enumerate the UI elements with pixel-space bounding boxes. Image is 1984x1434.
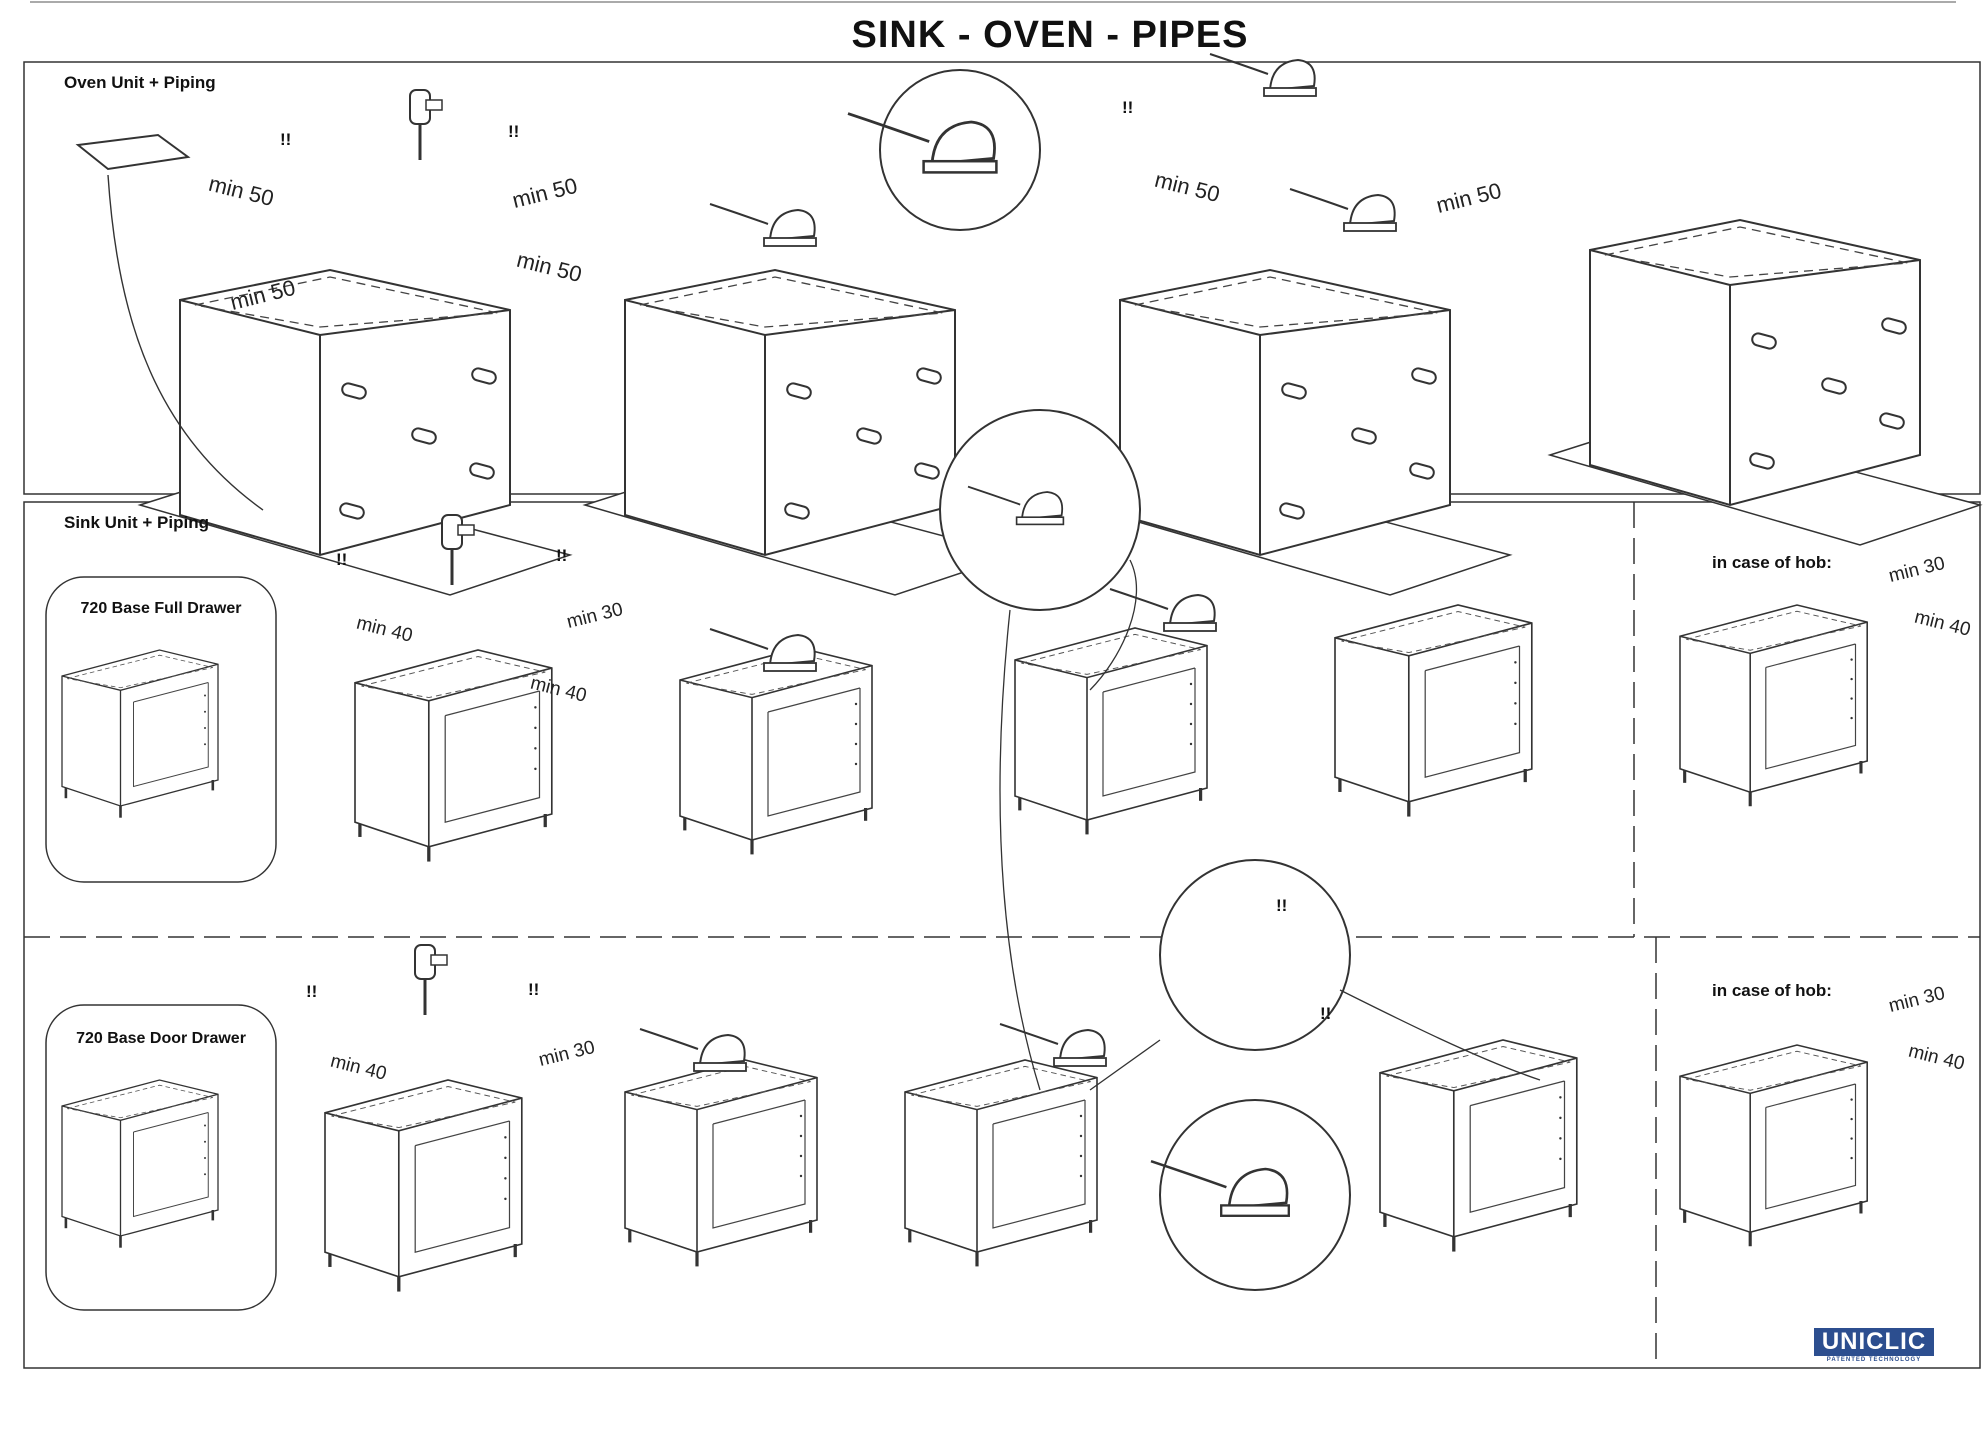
box-full-drawer [45, 576, 277, 883]
oven-step-3 [1079, 269, 1511, 596]
cabinet-door-drawer [60, 1078, 220, 1249]
hob-note-2: in case of hob: [1712, 981, 1832, 1000]
door-step-1 [323, 1078, 524, 1294]
section-label-sink: Sink Unit + Piping [64, 513, 209, 532]
sink-step-4 [1333, 603, 1534, 819]
sink-step-3 [1013, 626, 1209, 837]
warning-mark: !! [1320, 1004, 1332, 1023]
oven-step-4 [1549, 219, 1981, 546]
oven-step-1 [139, 269, 571, 596]
jigsaw-icon [1289, 188, 1397, 232]
jigsaw-icon [709, 203, 817, 247]
warning-mark: !! [508, 122, 520, 141]
box-door-drawer [45, 1004, 277, 1311]
logo-tagline: PATENTED TECHNOLOGY [1826, 1357, 1922, 1363]
cabinet-full-drawer [60, 648, 220, 820]
warning-mark: !! [528, 980, 540, 999]
section-label-oven: Oven Unit + Piping [64, 73, 216, 92]
warning-mark: !! [556, 546, 568, 565]
sink-hob [1678, 603, 1869, 808]
warning-mark: !! [306, 982, 318, 1001]
warning-mark: !! [336, 550, 348, 569]
jigsaw-icon [1109, 588, 1217, 632]
page-title: SINK - OVEN - PIPES [851, 14, 1249, 56]
sink-step-2 [678, 646, 874, 857]
hob-note-1: in case of hob: [1712, 553, 1832, 572]
drill-icon [408, 88, 444, 162]
door-step-3 [903, 1058, 1099, 1269]
door-step-2 [623, 1058, 819, 1269]
logo-name: UNICLIC [1814, 1328, 1934, 1356]
door-step-4 [1378, 1038, 1579, 1254]
jigsaw-icon [639, 1028, 747, 1072]
uniclic-logo: UNICLIC PATENTED TECHNOLOGY [1810, 1326, 1984, 1366]
label-full-drawer: 720 Base Full Drawer [80, 600, 242, 617]
drill-icon [413, 943, 449, 1017]
sink-step-1 [353, 648, 554, 864]
jigsaw-icon [1209, 53, 1317, 97]
warning-mark: !! [1122, 98, 1134, 117]
leader-lines [999, 559, 1541, 1091]
door-hob [1678, 1043, 1869, 1248]
warning-mark: !! [1276, 896, 1288, 915]
label-door-drawer: 720 Base Door Drawer [76, 1030, 246, 1047]
tray-illustration [75, 133, 264, 511]
jigsaw-icon [999, 1023, 1107, 1067]
warning-mark: !! [280, 130, 292, 149]
